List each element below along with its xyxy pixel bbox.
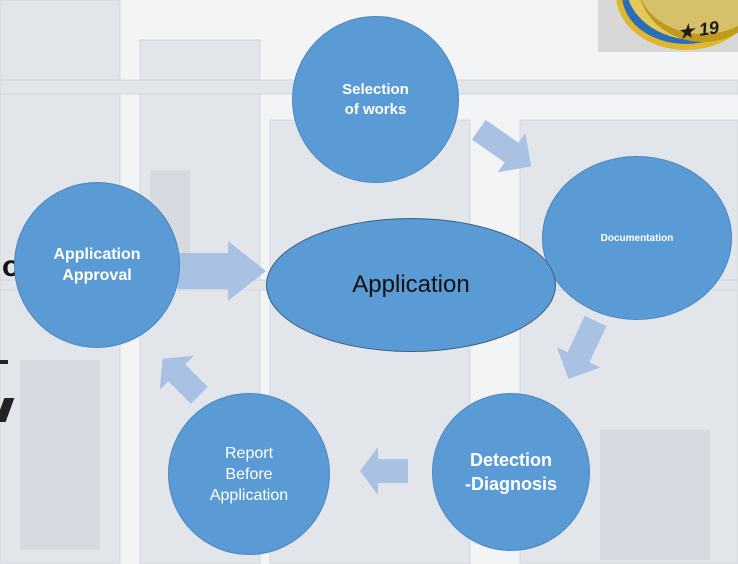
center-label: Application [352, 271, 470, 298]
node-approval-label: Application Approval [53, 246, 141, 284]
node-report-before-application: Report Before Application [168, 393, 330, 555]
node-selection-of-works: Selection of works [292, 16, 459, 183]
node-report-label: Report Before Application [209, 444, 289, 504]
node-documentation-label: Documentation [600, 232, 674, 244]
cut-off-mark-1 [0, 360, 8, 364]
seal-emblem: ★ 19 [598, 0, 738, 52]
node-application-approval: Application Approval [14, 182, 180, 348]
node-documentation: Documentation [542, 156, 732, 320]
node-detection-diagnosis: Detection -Diagnosis [432, 393, 590, 551]
node-detection-label: Detection -Diagnosis [464, 450, 557, 494]
node-selection-label: Selection of works [342, 80, 409, 118]
center-application-ellipse: Application [266, 218, 556, 352]
